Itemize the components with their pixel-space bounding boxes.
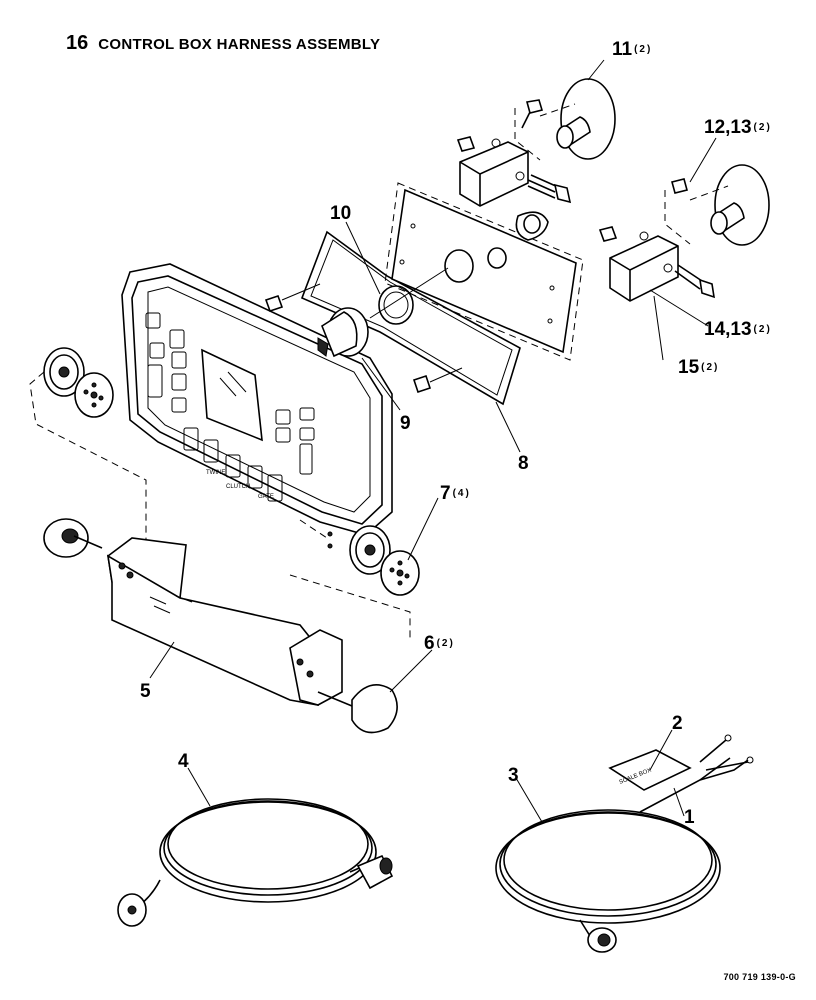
hex-bolt (527, 174, 572, 204)
retaining-ring (378, 285, 414, 325)
wire-lead-ends (699, 734, 754, 771)
callout-8: 8 (518, 453, 529, 474)
callout-12-13: 12,13(2) (704, 117, 772, 138)
figure-number: 16 (66, 32, 89, 54)
callout-14-13: 14,13(2) (704, 319, 772, 340)
hex-nut (264, 294, 284, 313)
callout-11: 11(2) (612, 39, 653, 60)
mounting-base-bracket (106, 537, 343, 706)
hex-bolt (674, 264, 715, 299)
panel-label-twine: TWINE (206, 470, 225, 476)
mounting-knob (317, 684, 398, 734)
rotary-switch (317, 307, 369, 358)
callout-7: 7(4) (440, 483, 471, 504)
callout-10: 10 (330, 203, 352, 224)
suction-cup-upper (514, 78, 616, 161)
control-box: TWINE CLUTCH GATE (121, 263, 393, 549)
hex-nut (412, 374, 432, 394)
connector-female (117, 893, 147, 927)
callout-15: 15(2) (678, 357, 720, 378)
connector-male (356, 854, 394, 890)
hex-nut (598, 226, 618, 242)
leader-lines (149, 59, 717, 823)
rubber-isolator-right (349, 525, 391, 575)
connector-end (587, 927, 617, 953)
hex-nut (456, 136, 476, 152)
mounting-plate (384, 182, 584, 361)
support-bracket-right (609, 231, 679, 302)
figure-title: CONTROL BOX HARNESS ASSEMBLY (98, 36, 381, 53)
panel-label-gate: GATE (258, 494, 274, 500)
extension-harness-cable (129, 798, 377, 913)
support-bracket-left (459, 138, 529, 207)
suction-cup-lower (664, 164, 770, 246)
page-title: 16 CONTROL BOX HARNESS ASSEMBLY (66, 32, 380, 55)
callout-9: 9 (400, 413, 411, 434)
hex-nut (515, 211, 549, 241)
document-number: 700 719 139-0-G (723, 972, 796, 982)
callout-6: 6(2) (424, 633, 455, 654)
washer-right (380, 550, 420, 596)
knob-left (43, 518, 103, 558)
callout-5: 5 (140, 681, 151, 702)
washer-upper-left (74, 372, 114, 418)
callout-1: 1 (684, 807, 695, 828)
hex-bolt (671, 178, 688, 194)
callout-3: 3 (508, 765, 519, 786)
alignment-lines (281, 267, 463, 383)
callout-2: 2 (672, 713, 683, 734)
hex-bolt (521, 99, 544, 129)
alignment-lines (29, 371, 411, 640)
callout-4: 4 (178, 751, 189, 772)
panel-label-clutch: CLUTCH (226, 484, 250, 490)
rubber-isolator-upper-left (43, 347, 85, 397)
gasket (300, 230, 521, 406)
